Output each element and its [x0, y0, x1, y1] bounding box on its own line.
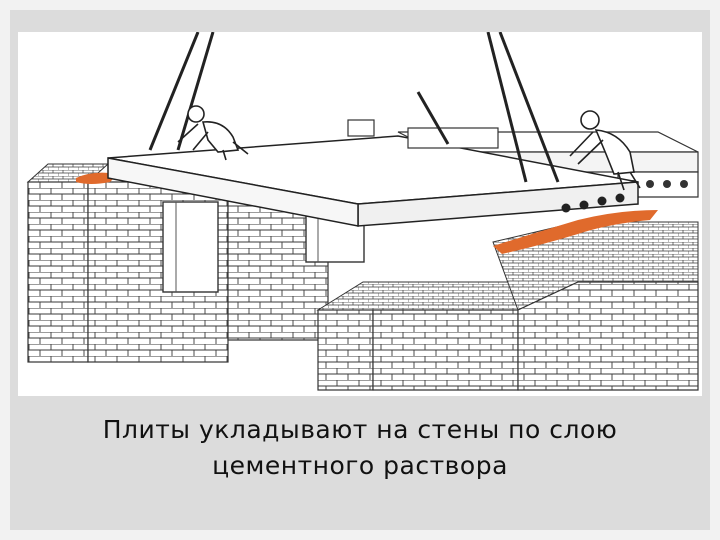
caption-line-1: Плиты укладывают на стены по слою [102, 415, 618, 444]
slide: Плиты укладывают на стены по слою цемент… [10, 10, 710, 530]
mortar-layer [493, 210, 658, 254]
construction-illustration [18, 32, 702, 396]
hollow-core-slab [107, 119, 639, 227]
worker [177, 105, 249, 161]
crane-sling [148, 32, 560, 183]
worker [569, 110, 641, 191]
right-brick-wall [316, 221, 699, 391]
caption-line-2: цементного раствора [212, 451, 508, 480]
slide-caption: Плиты укладывают на стены по слою цемент… [10, 412, 710, 484]
